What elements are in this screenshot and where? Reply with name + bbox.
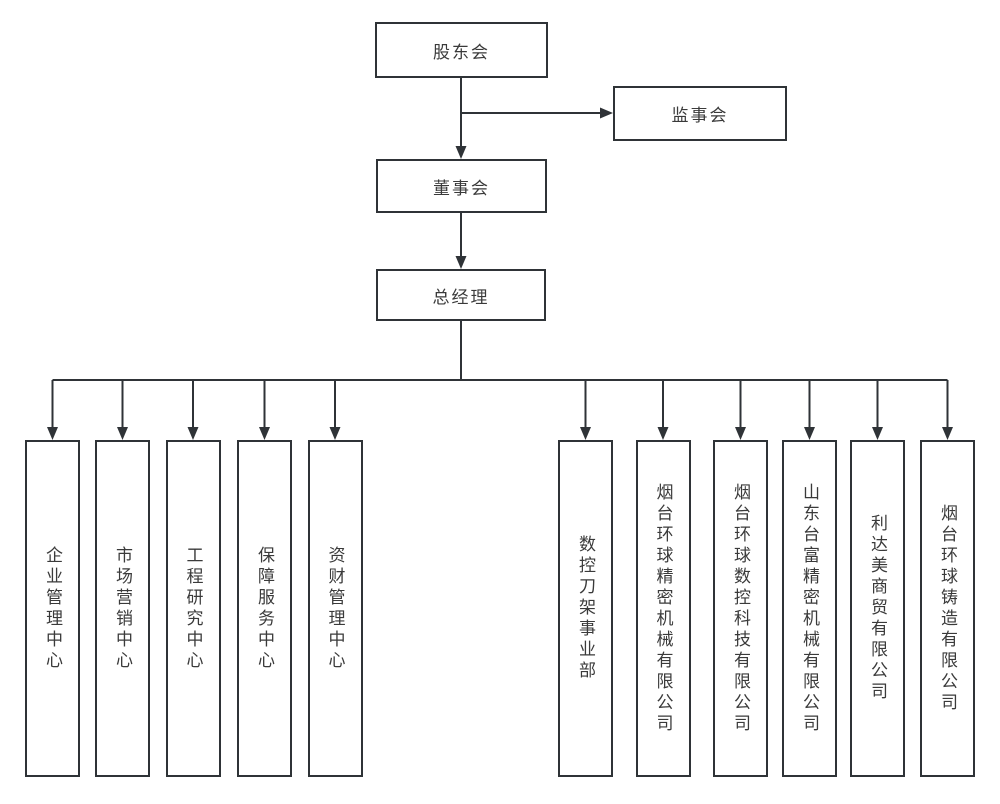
org-node-label: 烟台环球精密机械有限公司 xyxy=(653,482,673,735)
org-node-enterprise-management-center: 企业管理中心 xyxy=(25,440,80,777)
connector-drop-dept-10 xyxy=(872,380,883,440)
connector-drop-dept-9 xyxy=(804,380,815,440)
arrow-down-icon xyxy=(117,427,128,440)
arrow-down-icon xyxy=(47,427,58,440)
org-node-label: 数控刀架事业部 xyxy=(576,535,595,682)
org-node-label: 烟台环球数控科技有限公司 xyxy=(731,482,750,735)
org-node-engineering-research-center: 工程研究中心 xyxy=(165,440,221,777)
connector-drop-dept-6 xyxy=(580,380,591,440)
arrow-down-icon xyxy=(259,427,270,440)
arrow-down-icon xyxy=(804,427,815,440)
org-node-label: 烟台环球铸造有限公司 xyxy=(938,503,957,714)
org-node-board-of-directors: 董事会 xyxy=(376,159,547,213)
connector-drop-dept-8 xyxy=(735,380,746,440)
org-node-asset-management-center: 资财管理中心 xyxy=(307,440,363,777)
arrow-down-icon xyxy=(187,427,199,440)
org-node-yantai-huanqiu-precision-machinery: 烟台环球精密机械有限公司 xyxy=(635,440,691,777)
org-node-supervisory-board: 监事会 xyxy=(613,86,787,141)
connector-shareholders-supervisory xyxy=(461,107,613,119)
org-node-label: 资财管理中心 xyxy=(325,545,345,672)
org-node-label: 利达美商贸有限公司 xyxy=(868,514,887,703)
org-node-yantai-huanqiu-casting: 烟台环球铸造有限公司 xyxy=(920,440,975,777)
org-node-general-manager: 总经理 xyxy=(376,269,546,321)
arrow-down-icon xyxy=(872,427,883,440)
connector-shareholders-board xyxy=(455,78,467,159)
org-node-label: 保障服务中心 xyxy=(255,545,274,672)
org-node-label: 企业管理中心 xyxy=(43,545,62,672)
org-node-label: 股东会 xyxy=(433,42,490,62)
org-node-label: 山东台富精密机械有限公司 xyxy=(800,482,819,735)
org-node-shareholders: 股东会 xyxy=(375,22,548,78)
arrow-down-icon xyxy=(942,427,953,440)
arrow-down-icon xyxy=(580,427,591,440)
org-node-lidamei-trading: 利达美商贸有限公司 xyxy=(850,440,905,777)
connector-drop-dept-7 xyxy=(657,380,669,440)
arrow-down-icon xyxy=(657,427,669,440)
connector-drop-dept-2 xyxy=(117,380,128,440)
org-node-label: 市场营销中心 xyxy=(113,545,132,672)
connector-gm-bus xyxy=(52,321,948,381)
arrow-down-icon xyxy=(329,427,341,440)
org-node-label: 监事会 xyxy=(671,106,729,125)
org-node-shandong-taifu-precision-machinery: 山东台富精密机械有限公司 xyxy=(782,440,837,777)
connector-board-gm xyxy=(455,213,467,269)
org-node-label: 工程研究中心 xyxy=(183,545,203,672)
org-node-support-service-center: 保障服务中心 xyxy=(237,440,292,777)
connector-drop-dept-11 xyxy=(942,380,953,440)
connector-drop-dept-4 xyxy=(259,380,270,440)
org-node-cnc-turret-division: 数控刀架事业部 xyxy=(558,440,613,777)
connector-drop-dept-1 xyxy=(47,380,58,440)
org-node-label: 董事会 xyxy=(433,178,490,198)
org-node-marketing-center: 市场营销中心 xyxy=(95,440,150,777)
arrow-down-icon xyxy=(455,146,467,159)
org-node-yantai-huanqiu-cnc-technology: 烟台环球数控科技有限公司 xyxy=(713,440,768,777)
arrow-down-icon xyxy=(735,427,746,440)
arrow-down-icon xyxy=(455,256,467,269)
arrow-right-icon xyxy=(600,107,613,119)
org-node-label: 总经理 xyxy=(432,287,490,307)
connector-drop-dept-3 xyxy=(187,380,199,440)
connector-drop-dept-5 xyxy=(329,380,341,440)
